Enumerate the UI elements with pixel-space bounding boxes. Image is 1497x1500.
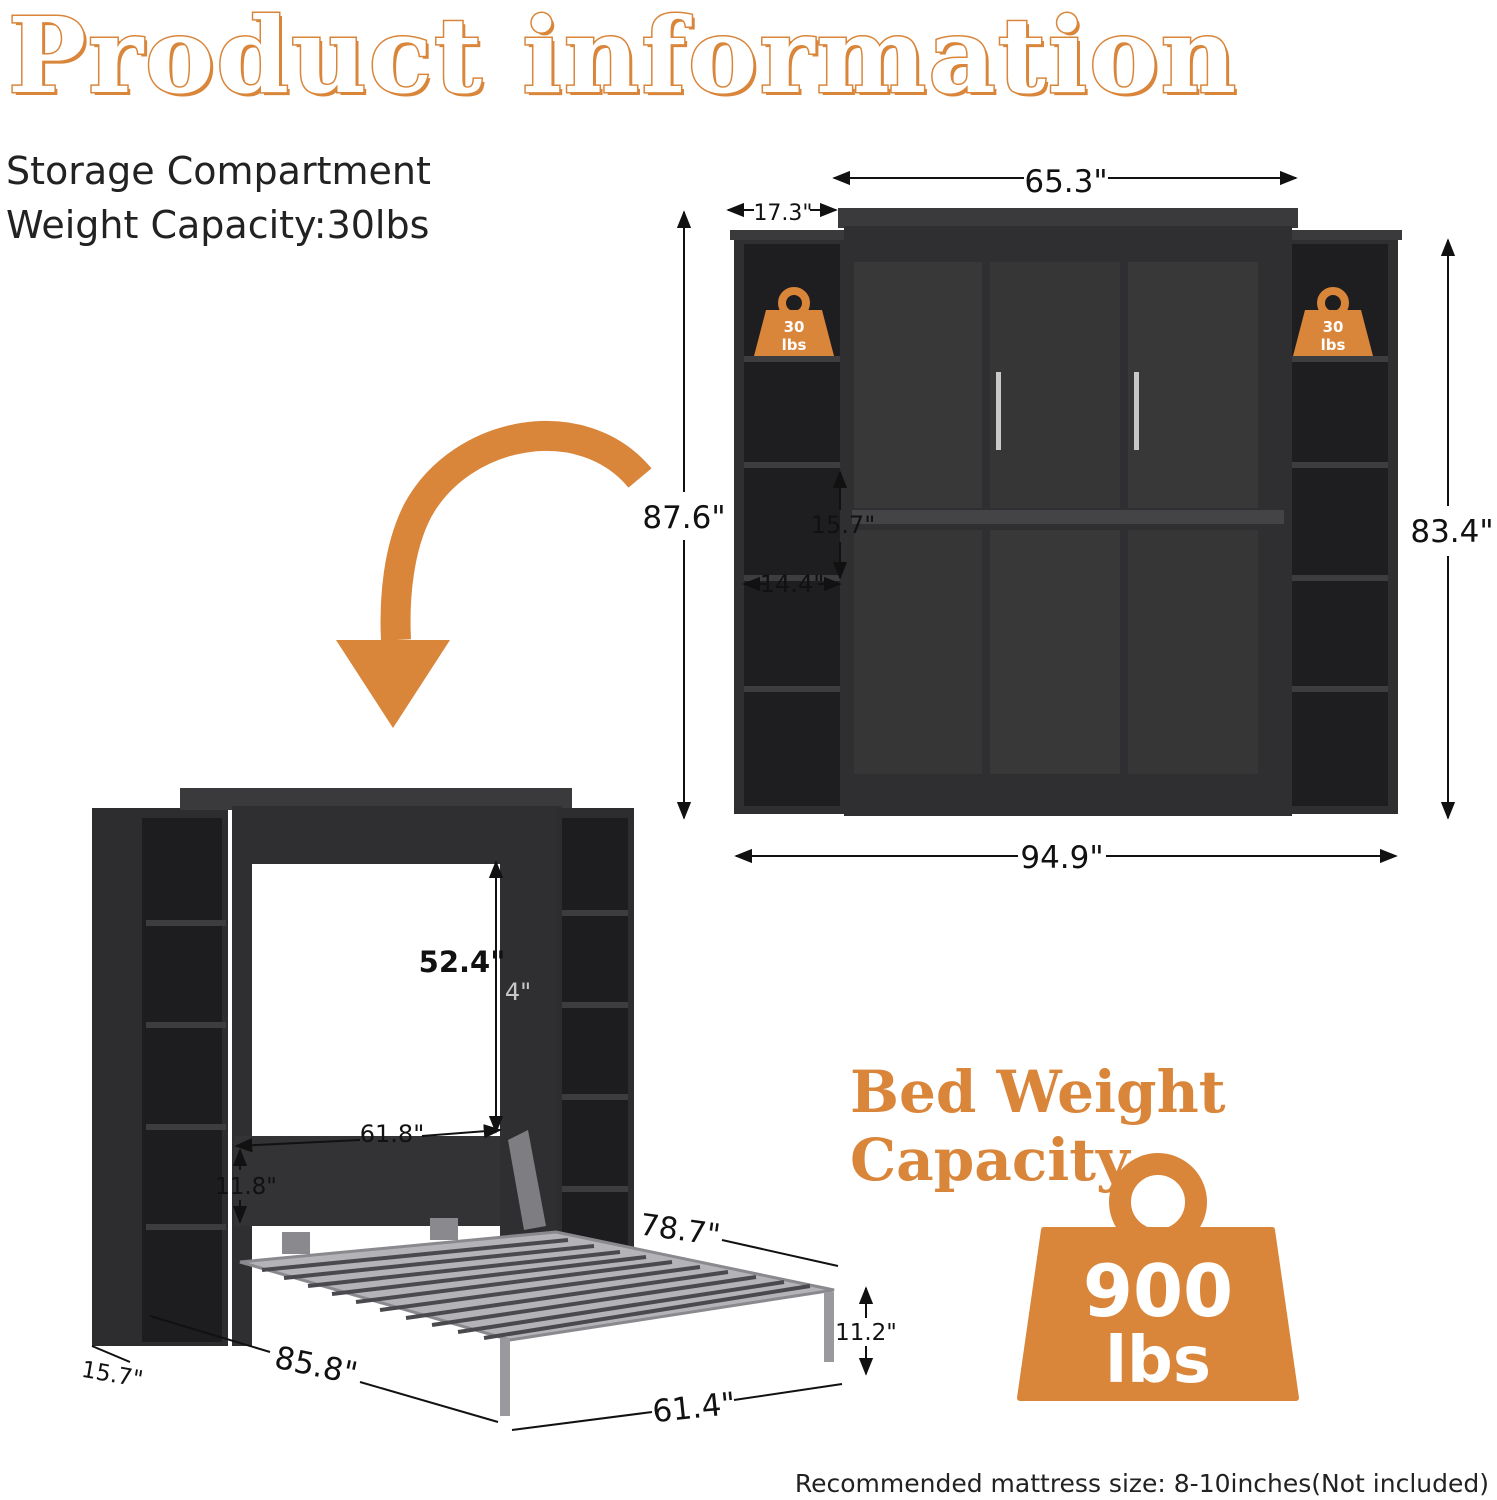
weight-badge-small-left: 30 lbs [754,287,834,356]
mattress-note: Recommended mattress size: 8-10inches(No… [794,1469,1489,1498]
dim-opening-height-ghost: 4" [505,978,531,1006]
dim-total-width: 94.9" [1020,840,1103,876]
dim-bed-width: 61.4" [651,1386,738,1431]
open-bed-dimensions [91,860,874,1431]
unfold-arrow-icon [336,421,652,728]
dim-head-width: 61.8" [360,1120,424,1148]
weight-badge-small-right: 30 lbs [1293,287,1373,356]
dim-side-width: 17.3" [753,201,812,226]
storage-capacity-text: Storage Compartment Weight Capacity:30lb… [6,144,431,252]
bed-weight-capacity-title: Bed Weight Capacity [850,1058,1226,1194]
dim-bed-length: 78.7" [638,1208,723,1254]
badge-large-value: 900 [1083,1249,1233,1333]
badge-small-left-unit: lbs [782,336,807,354]
dim-top-width: 65.3" [1024,164,1107,200]
door-handle-left [996,372,1001,450]
dim-shelf-width: 14.4" [760,570,824,598]
dim-right-height: 83.4" [1410,514,1493,550]
lift-mechanism [508,1130,546,1230]
dim-depth: 15.7" [79,1357,144,1393]
storage-line-2: Weight Capacity:30lbs [6,203,430,247]
bed-frame [239,1230,835,1416]
dim-head-height: 11.8" [215,1174,277,1200]
badge-large-unit: lbs [1105,1324,1211,1398]
door-handle-right [1134,372,1139,450]
center-bed-cabinet [838,208,1298,816]
dim-shelf-height: 15.7" [811,511,875,539]
badge-small-right-unit: lbs [1321,336,1346,354]
badge-small-left-value: 30 [784,318,805,336]
dim-open-depth: 85.8" [272,1340,361,1393]
closed-bed-dimensions [676,170,1456,864]
dim-left-height: 87.6" [642,500,725,536]
page-title: Product information [6,0,1239,119]
storage-line-1: Storage Compartment [6,149,431,193]
dim-leg-height: 11.2" [835,1320,897,1346]
weight-badge-large: 900 lbs [1017,1153,1299,1401]
open-wall-bed [92,788,835,1416]
dim-opening-height: 52.4" [419,945,506,979]
badge-small-right-value: 30 [1323,318,1344,336]
